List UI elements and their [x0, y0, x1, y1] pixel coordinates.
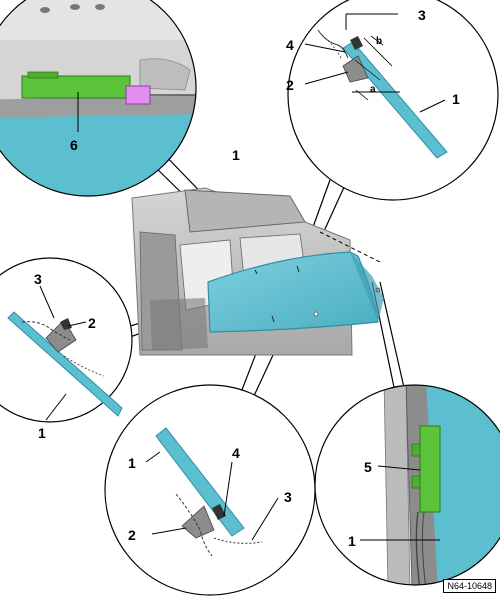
rear-window-glass: [207, 251, 384, 333]
detail-circle-top-left: [0, 0, 197, 197]
callout-labels: 6 1 3 4 2 1 3 2 1 1 4 3 2 5 1 a b: [34, 7, 460, 549]
callout-2-middle-left: 2: [88, 315, 96, 331]
callout-1-bottom-right: 1: [348, 533, 356, 549]
callout-2-top-right: 2: [286, 77, 294, 93]
dimension-label-a: a: [370, 84, 376, 95]
callout-5: 5: [364, 459, 372, 475]
callout-4-bottom-center: 4: [232, 445, 240, 461]
callout-1-bottom-center: 1: [128, 455, 136, 471]
dimension-label-b: b: [376, 36, 382, 47]
document-id: N64-10648: [443, 579, 496, 593]
callout-3-top-right: 3: [418, 7, 426, 23]
callout-4-top-right: 4: [286, 37, 294, 53]
callout-1-middle-left: 1: [38, 425, 46, 441]
callout-2-bottom-center: 2: [128, 527, 136, 543]
detail-circle-bottom-center: [104, 384, 316, 596]
callout-6: 6: [70, 137, 78, 153]
detail-circle-top-right: [287, 0, 499, 201]
detail-circle-middle-left: [0, 257, 133, 423]
callout-3-middle-left: 3: [34, 271, 42, 287]
detail-circle-bottom-right: [314, 384, 500, 586]
callout-1-top-right: 1: [452, 91, 460, 107]
callout-3-bottom-center: 3: [284, 489, 292, 505]
callout-1-center: 1: [232, 147, 240, 163]
